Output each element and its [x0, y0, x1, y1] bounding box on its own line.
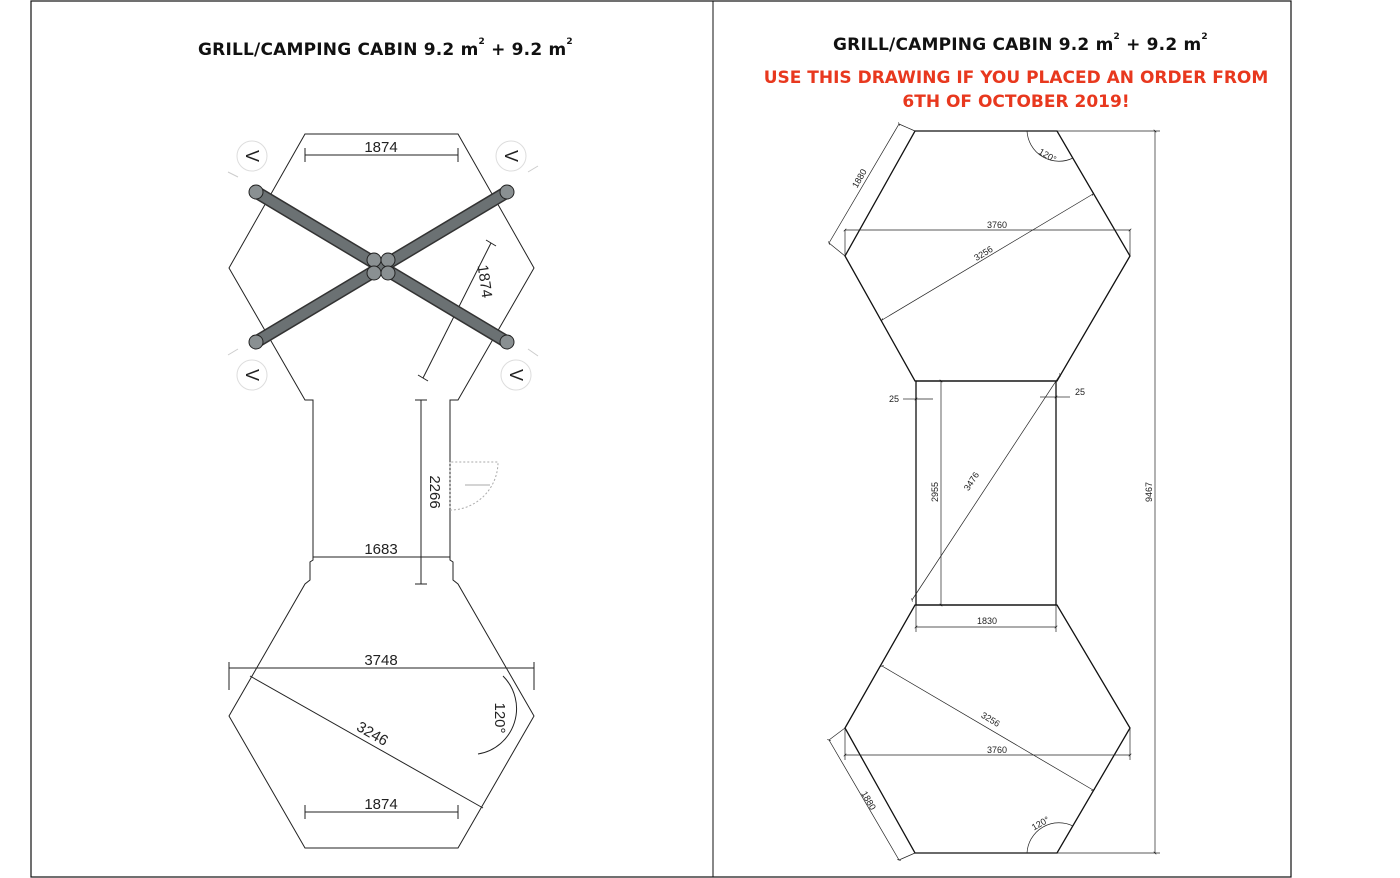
dim-label-right-corridor-diagonal: 3476: [962, 470, 981, 492]
right-title: GRILL/CAMPING CABIN 9.2 m2 + 9.2 m2: [833, 32, 1208, 55]
left-outline: [228, 133, 535, 849]
window-mark-tl: V: [242, 150, 262, 162]
order-notice: USE THIS DRAWING IF YOU PLACED AN ORDER …: [736, 66, 1296, 114]
dim-label-right-corridor-width: 1830: [977, 616, 997, 626]
dim-label-right-bottom-angle: 120°: [1030, 814, 1051, 832]
dim-line-hex-diagonal: [249, 675, 484, 809]
dim-label-right-offset-left: 25: [889, 394, 899, 404]
window-mark-tr: V: [501, 150, 521, 162]
dim-tick: [417, 374, 429, 382]
dim-label-corridor-width: 1683: [364, 541, 397, 558]
dim-label-right-top-side: 1880: [850, 167, 869, 189]
dim-label-right-top-width: 3760: [987, 220, 1007, 230]
window-mark-br: V: [506, 369, 526, 381]
dim-label-corridor-length: 2266: [426, 475, 443, 508]
door-swing: [449, 461, 499, 511]
order-notice-line1: USE THIS DRAWING IF YOU PLACED AN ORDER …: [763, 68, 1269, 88]
window-mark-bl: V: [242, 369, 262, 381]
window-markers: [227, 140, 539, 391]
order-notice-line2: 6TH OF OCTOBER 2019!: [902, 92, 1130, 112]
dim-label-side-edge: 1874: [474, 264, 495, 299]
cross-rods: [248, 184, 515, 350]
dim-label-angle: 120°: [491, 702, 508, 733]
sheet-border: [30, 0, 1292, 878]
dim-label-right-corridor-length: 2955: [930, 482, 940, 502]
dim-label-right-total-length: 9467: [1144, 482, 1154, 502]
dim-label-top-edge: 1874: [364, 139, 397, 156]
dim-label-right-top-angle: 120°: [1037, 146, 1058, 164]
left-floor-plan: [228, 133, 535, 849]
left-title: GRILL/CAMPING CABIN 9.2 m2 + 9.2 m2: [198, 37, 573, 60]
dim-label-right-bottom-width: 3760: [987, 745, 1007, 755]
dim-label-bottom-edge: 1874: [364, 796, 397, 813]
dim-label-right-bottom-diagonal: 3256: [979, 710, 1001, 729]
right-dimensions: [827, 122, 1160, 861]
dim-label-right-bottom-side: 1880: [859, 789, 878, 811]
dim-label-right-offset-right: 25: [1075, 387, 1085, 397]
angle-arc: [477, 675, 517, 755]
right-bottom-hexagon: [844, 604, 1131, 854]
dim-label-hex-width: 3748: [364, 652, 397, 669]
dim-tick: [485, 239, 497, 247]
dim-label-right-top-diagonal: 3256: [972, 244, 994, 263]
